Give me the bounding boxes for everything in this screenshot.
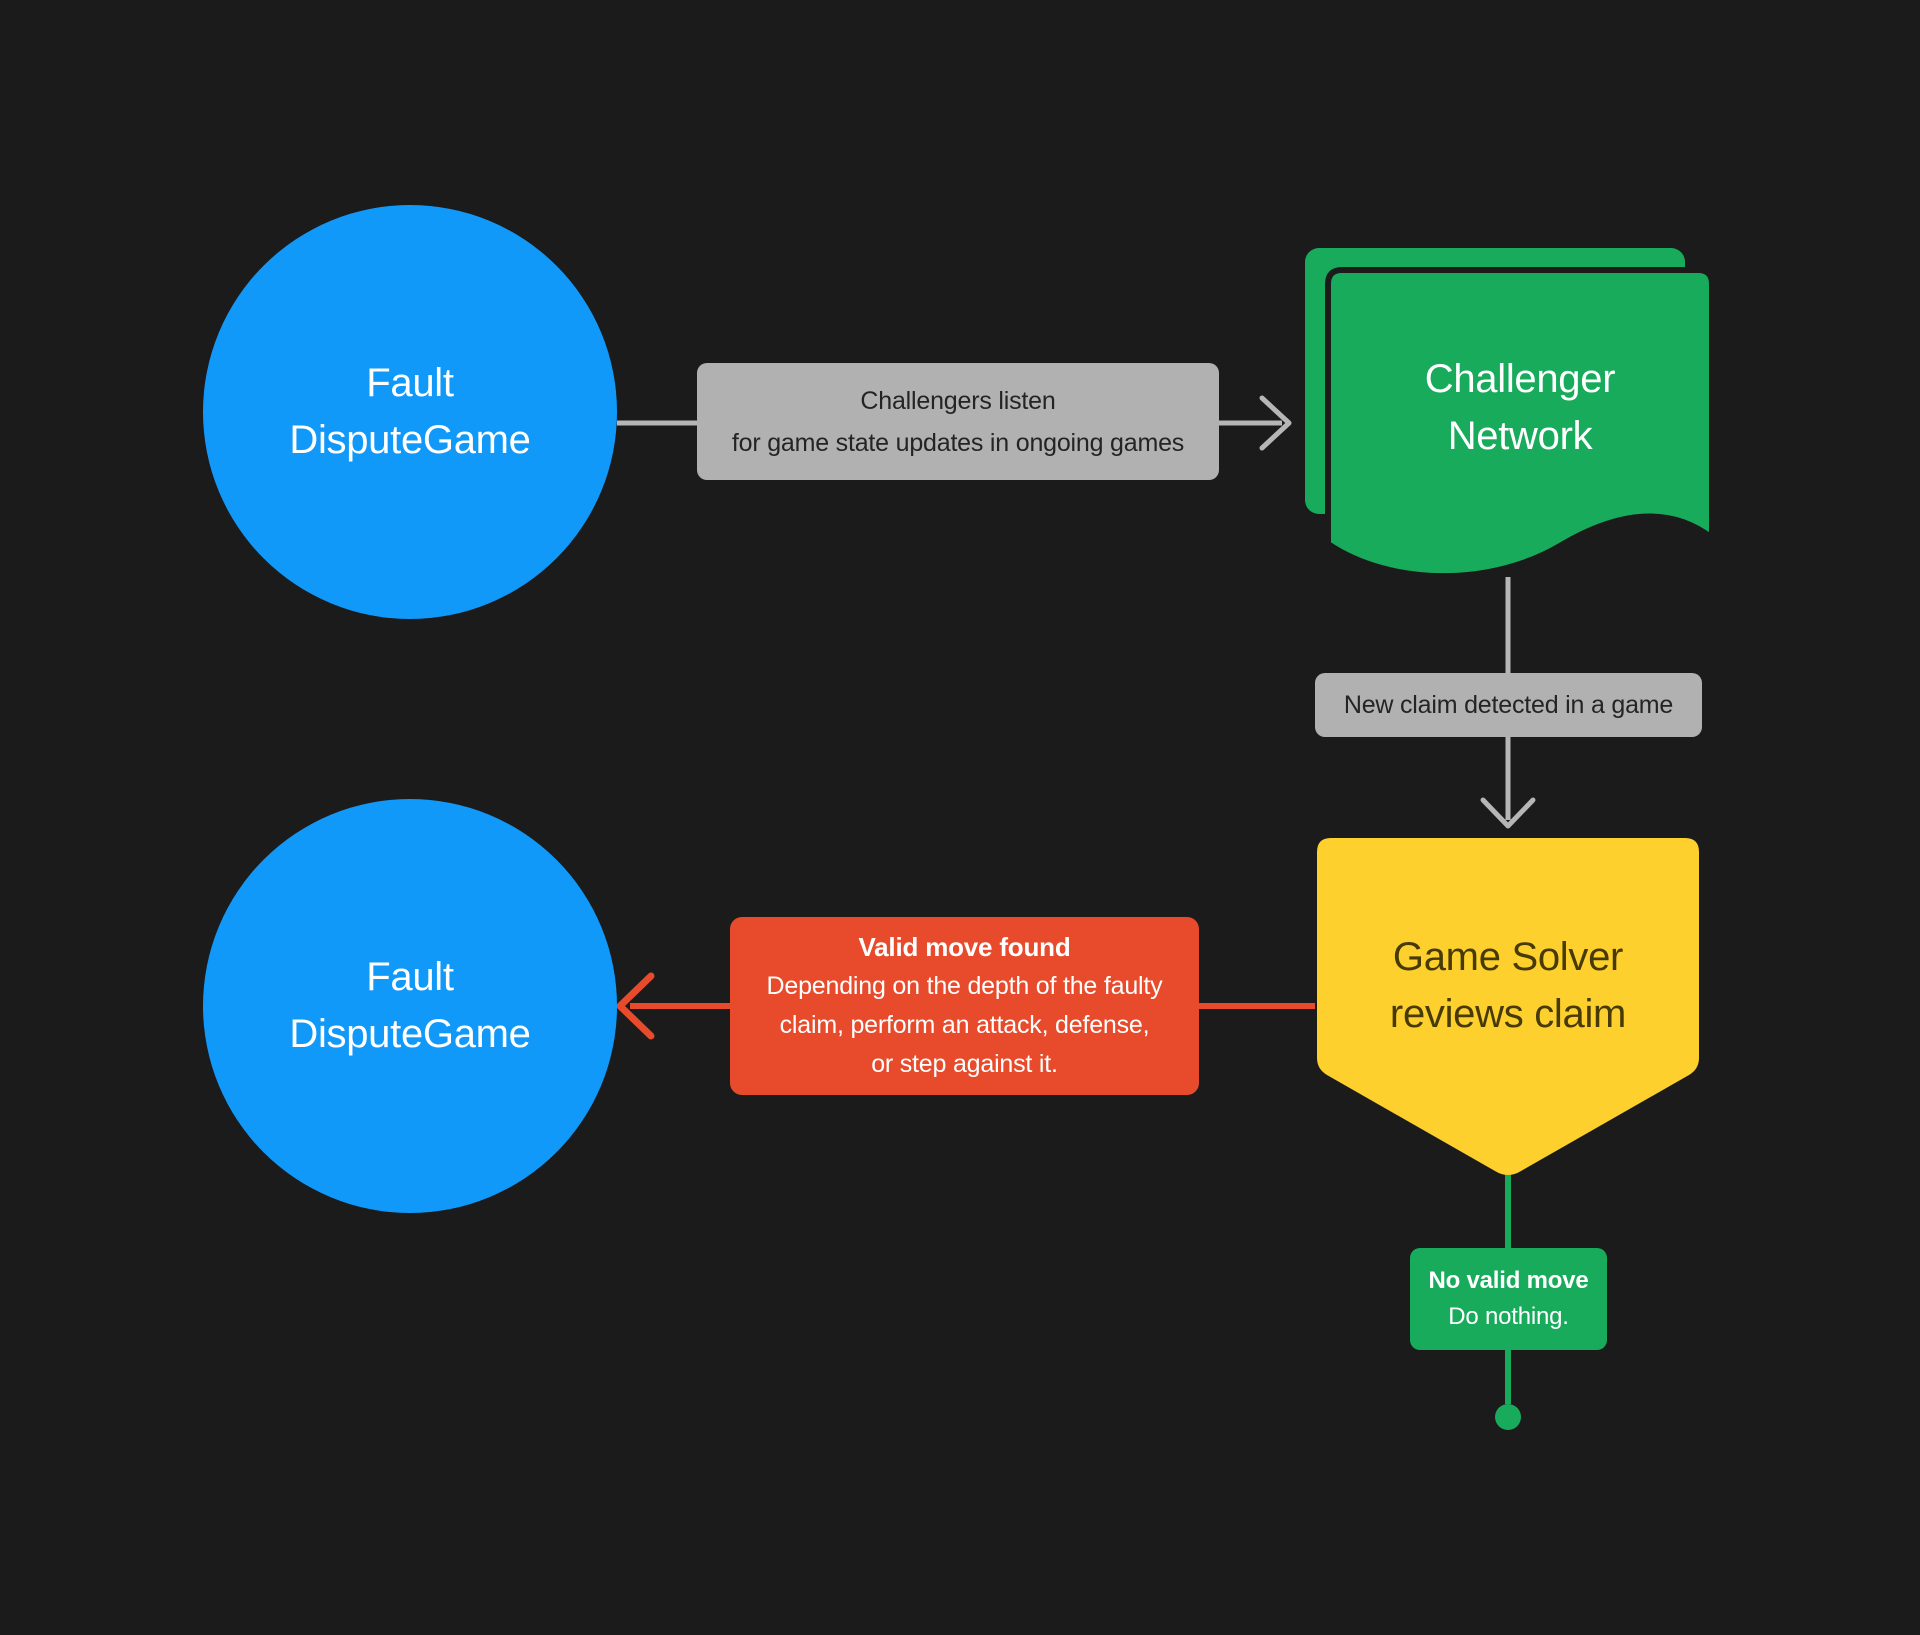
edge-label-text: Challengers listen for game state update… xyxy=(731,386,1185,457)
node-fault-dispute-game-top: Fault DisputeGame xyxy=(203,205,617,619)
valid-move-body: Depending on the depth of the faulty cla… xyxy=(766,972,1163,1078)
document-front-shape xyxy=(1325,267,1715,580)
edge-label-valid-move: Valid move found Depending on the depth … xyxy=(730,917,1199,1095)
edge-label-challengers-listen: Challengers listen for game state update… xyxy=(697,363,1219,480)
no-valid-move-body: Do nothing. xyxy=(1448,1303,1569,1330)
arrowhead-right-icon xyxy=(1259,395,1292,451)
arrowhead-down-icon xyxy=(1480,797,1536,829)
node-fault-dispute-game-bottom: Fault DisputeGame xyxy=(203,799,617,1213)
terminal-dot xyxy=(1495,1404,1521,1430)
node-label: Fault DisputeGame xyxy=(289,361,531,462)
node-label: Challenger Network xyxy=(1424,356,1616,458)
node-game-solver: Game Solver reviews claim xyxy=(1317,838,1699,1134)
node-challenger-network: Challenger Network xyxy=(1328,270,1712,545)
valid-move-title: Valid move found xyxy=(858,932,1071,962)
pentagon-down-shape xyxy=(1317,838,1699,1175)
edge-label-text: New claim detected in a game xyxy=(1343,691,1674,719)
no-valid-move-title: No valid move xyxy=(1428,1267,1589,1294)
node-label: Game Solver reviews claim xyxy=(1389,935,1627,1036)
arrowhead-left-icon xyxy=(616,972,655,1040)
node-label: Fault DisputeGame xyxy=(289,955,531,1056)
edge-label-no-valid-move: No valid move Do nothing. xyxy=(1410,1248,1607,1350)
edge-label-new-claim: New claim detected in a game xyxy=(1315,673,1702,737)
